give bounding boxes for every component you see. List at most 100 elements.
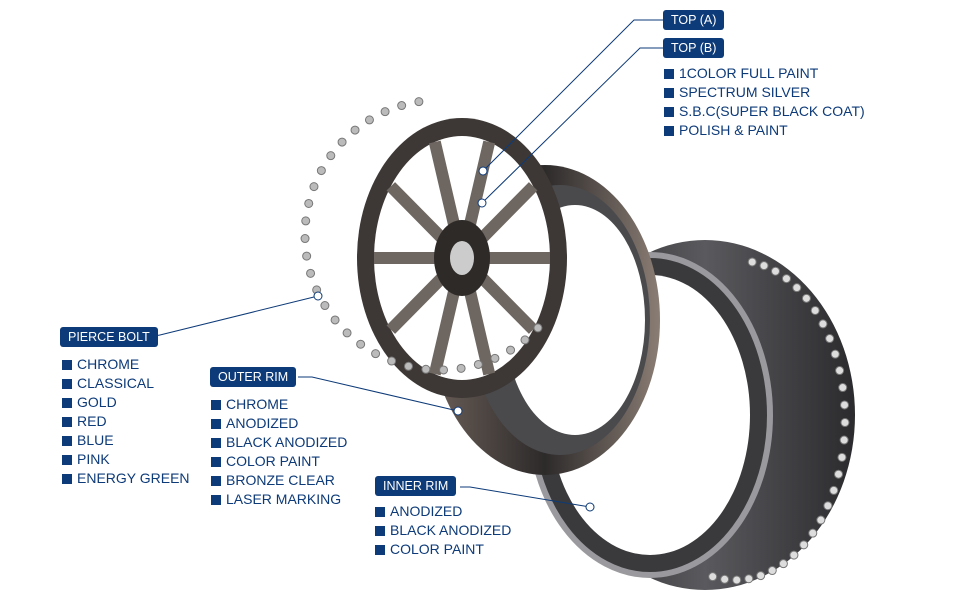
bullet-square-icon (664, 87, 674, 98)
option-label: BRONZE CLEAR (226, 472, 335, 488)
bolt-icon (490, 353, 500, 363)
spoke (386, 273, 447, 334)
option-label: CHROME (226, 396, 289, 412)
bullet-square-icon (375, 525, 385, 536)
list-item: COLOR PAINT (375, 540, 511, 559)
bullet-square-icon (62, 378, 72, 389)
bolt-icon (720, 574, 730, 584)
option-label: GOLD (77, 394, 117, 410)
bullet-square-icon (211, 437, 221, 448)
bolt-icon (364, 115, 374, 125)
bullet-square-icon (664, 106, 674, 117)
bullet-square-icon (62, 416, 72, 427)
bolt-icon (839, 435, 849, 445)
bolt-icon (371, 349, 381, 359)
bolt-icon (316, 166, 326, 176)
list-item: ANODIZED (211, 414, 347, 433)
bolt-icon (818, 319, 828, 329)
bolt-icon (840, 418, 850, 428)
bullet-square-icon (62, 454, 72, 465)
inner-rim-tag: INNER RIM (375, 476, 457, 496)
list-item: BLACK ANODIZED (375, 521, 511, 540)
option-label: BLUE (77, 432, 114, 448)
leader-lines (147, 19, 663, 508)
bolt-icon (300, 234, 310, 244)
bolt-icon (330, 315, 340, 325)
bolt-icon (732, 575, 742, 585)
leader-dots (313, 166, 595, 512)
bolt-icon (350, 125, 360, 135)
bolt-icon (387, 356, 397, 366)
spoke (386, 182, 447, 243)
bolts (300, 97, 850, 585)
bolt-icon (801, 293, 811, 303)
top-b-tag: TOP (B) (663, 38, 725, 58)
option-label: ANODIZED (226, 415, 299, 431)
bolt-icon (808, 528, 818, 538)
wheel-face (357, 118, 567, 398)
top-a-tag: TOP (A) (663, 10, 725, 30)
bolt-icon (756, 571, 766, 581)
option-label: CHROME (77, 356, 140, 372)
bullet-square-icon (664, 125, 674, 136)
bolt-icon (403, 361, 413, 371)
bullet-square-icon (62, 359, 72, 370)
bolt-icon (414, 97, 424, 107)
bolt-icon (816, 515, 826, 525)
list-item: RED (62, 412, 190, 431)
bolt-icon (421, 364, 431, 374)
bullet-square-icon (211, 456, 221, 467)
list-item: 1COLOR FULL PAINT (664, 64, 865, 83)
list-item: S.B.C(SUPER BLACK COAT) (664, 102, 865, 121)
bolt-icon (781, 274, 791, 284)
pierce-bolt-tag: PIERCE BOLT (60, 327, 158, 347)
list-item: LASER MARKING (211, 490, 347, 509)
spoke (463, 288, 496, 376)
bolt-icon (708, 572, 718, 582)
bolt-icon (301, 216, 311, 226)
bolt-icon (520, 335, 530, 345)
bullet-square-icon (211, 494, 221, 505)
list-item: BLACK ANODIZED (211, 433, 347, 452)
option-label: COLOR PAINT (226, 453, 320, 469)
bolt-icon (833, 469, 843, 479)
bolt-icon (825, 334, 835, 344)
bolt-icon (767, 566, 777, 576)
bolt-icon (770, 266, 780, 276)
spoke (428, 140, 461, 228)
bolt-icon (337, 137, 347, 147)
outer-rim-options: CHROME ANODIZED BLACK ANODIZED COLOR PAI… (211, 395, 347, 509)
bolt-icon (835, 366, 845, 376)
pierce-bolt-options: CHROME CLASSICAL GOLD RED BLUE PINK ENER… (62, 355, 190, 488)
bolt-icon (830, 349, 840, 359)
list-item: PINK (62, 450, 190, 469)
bullet-square-icon (375, 544, 385, 555)
list-item: BLUE (62, 431, 190, 450)
spoke (477, 273, 538, 334)
bolt-icon (810, 305, 820, 315)
bolt-icon (456, 363, 466, 373)
bolt-icon (302, 251, 312, 261)
bolt-icon (473, 359, 483, 369)
list-item: ANODIZED (375, 502, 511, 521)
list-item: COLOR PAINT (211, 452, 347, 471)
bolt-icon (823, 501, 833, 511)
bolt-icon (840, 400, 850, 410)
bullet-square-icon (211, 399, 221, 410)
option-label: COLOR PAINT (390, 541, 484, 557)
list-item: SPECTRUM SILVER (664, 83, 865, 102)
bolt-icon (759, 261, 769, 271)
bolt-icon (747, 257, 757, 267)
bolt-icon (744, 574, 754, 584)
bolt-icon (326, 151, 336, 161)
option-label: PINK (77, 451, 110, 467)
bolt-icon (792, 283, 802, 293)
list-item: GOLD (62, 393, 190, 412)
list-item: BRONZE CLEAR (211, 471, 347, 490)
bolt-icon (533, 323, 543, 333)
spoke (463, 140, 496, 228)
bolt-icon (342, 328, 352, 338)
bolt-icon (309, 182, 319, 192)
option-label: 1COLOR FULL PAINT (679, 65, 819, 81)
